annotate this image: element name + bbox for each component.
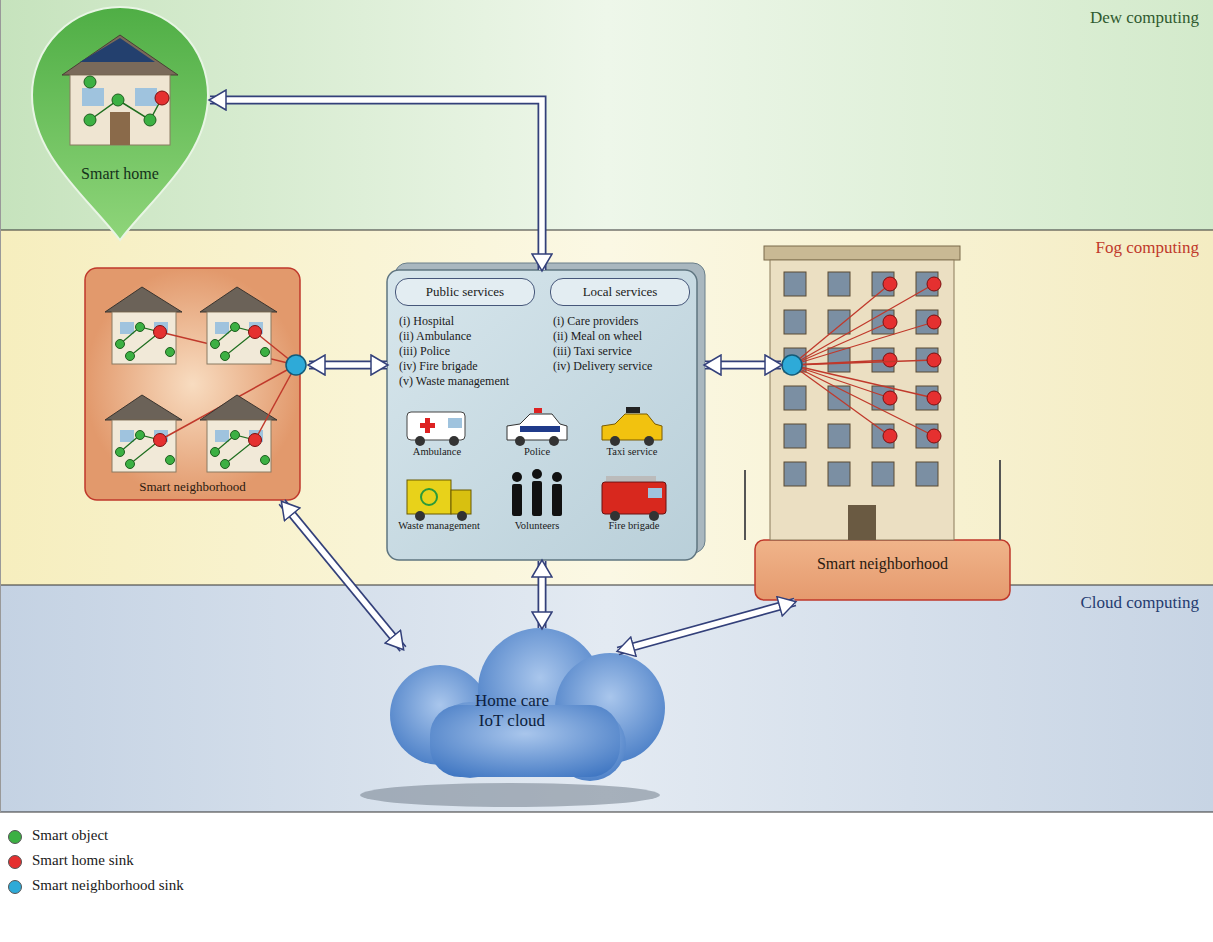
layer-band: Cloud computingHome care IoT cloud xyxy=(0,585,1213,812)
service-heading: Local services xyxy=(563,284,677,300)
neighborhood-box: Smart neighborhood xyxy=(85,268,300,500)
layer-label: Dew computing xyxy=(1090,8,1199,28)
layer-label: Cloud computing xyxy=(1080,593,1199,613)
service-item: (iv) Delivery service xyxy=(553,359,652,374)
service-item: (i) Care providers xyxy=(553,314,638,329)
layer-label: Fog computing xyxy=(1096,238,1199,258)
icon-caption: Waste management xyxy=(398,520,480,531)
legend-text: Smart home sink xyxy=(32,852,134,869)
double-arrow xyxy=(282,502,403,649)
service-box: Public services xyxy=(395,278,535,306)
icon-caption: Police xyxy=(524,446,550,457)
double-arrow xyxy=(210,100,542,270)
icon-caption: Volunteers xyxy=(515,520,560,531)
service-item: (iii) Taxi service xyxy=(553,344,632,359)
icon-caption: Fire brigade xyxy=(608,520,659,531)
legend-text: Smart object xyxy=(32,827,108,844)
legend-swatch xyxy=(8,880,22,894)
legend-swatch xyxy=(8,830,22,844)
layer-band: Fog computingSmart neighborhood (i) Hospi… xyxy=(0,230,1213,585)
service-item: (i) Hospital xyxy=(399,314,454,329)
service-heading: Public services xyxy=(408,284,522,300)
double-arrow xyxy=(705,365,781,366)
service-item: (v) Waste management xyxy=(399,374,509,389)
double-arrow xyxy=(309,365,387,366)
iot-cloud: Home care IoT cloud xyxy=(355,625,670,775)
service-item: (ii) Meal on wheel xyxy=(553,329,642,344)
node-label: Smart home xyxy=(25,165,215,183)
service-item: (iv) Fire brigade xyxy=(399,359,478,374)
icon-caption: Ambulance xyxy=(413,446,461,457)
layer-band: Dew computingSmart home xyxy=(0,0,1213,230)
node-label: Smart neighborhood xyxy=(85,479,300,495)
legend-swatch xyxy=(8,855,22,869)
double-arrow xyxy=(542,561,543,628)
node-label: Home care IoT cloud xyxy=(466,691,558,732)
smart-home-pin: Smart home xyxy=(25,5,215,245)
service-item: (iii) Police xyxy=(399,344,450,359)
icon-caption: Taxi service xyxy=(607,446,658,457)
neighborhood-building: Smart neighborhood xyxy=(755,235,1010,600)
service-box: Local services xyxy=(550,278,690,306)
node-label: Smart neighborhood xyxy=(755,555,1010,573)
services-panel: (i) Hospital(ii) Ambulance(iii) Police(i… xyxy=(387,270,697,560)
service-item: (ii) Ambulance xyxy=(399,329,471,344)
legend-text: Smart neighborhood sink xyxy=(32,877,184,894)
double-arrow xyxy=(618,602,795,651)
